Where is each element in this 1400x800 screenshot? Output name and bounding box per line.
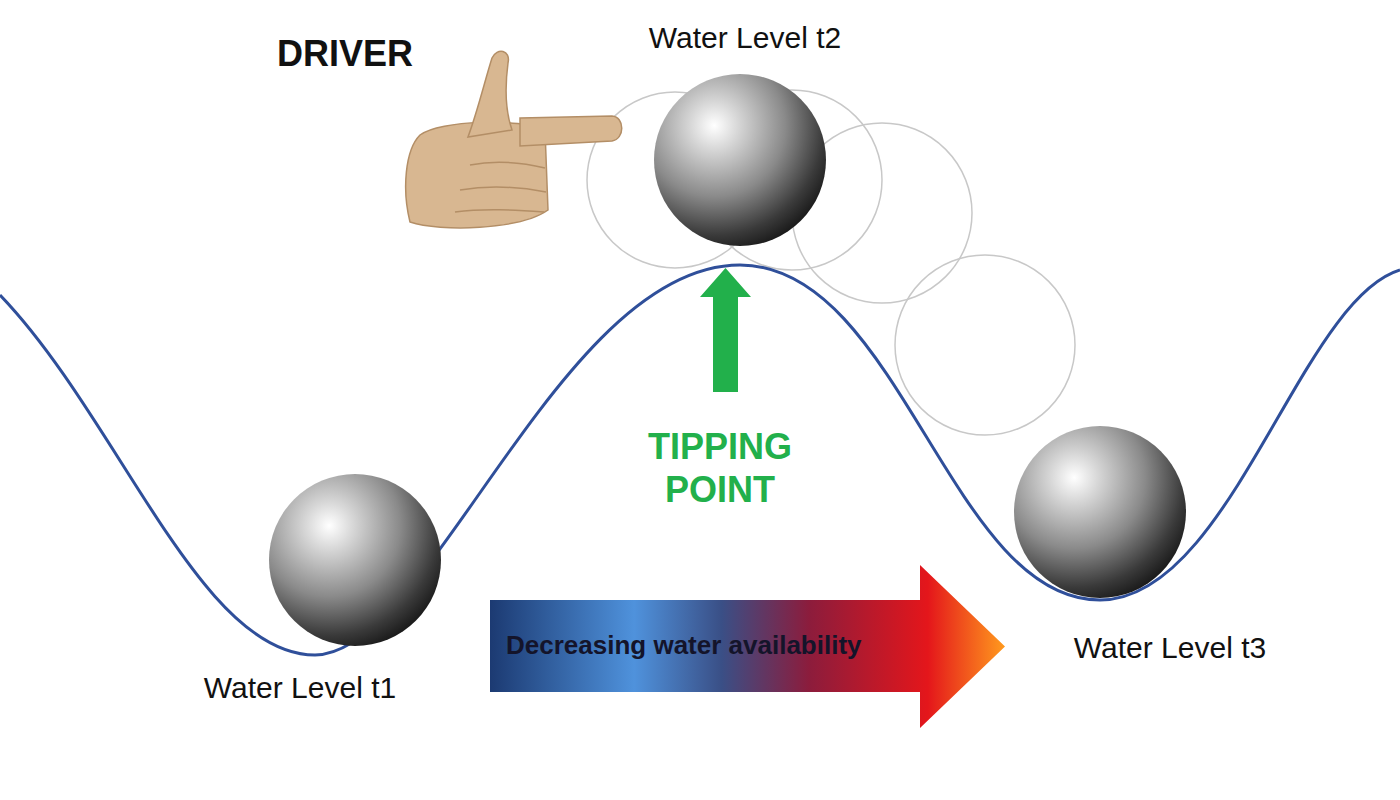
pointing-hand: [406, 51, 622, 228]
state-ball: [269, 474, 441, 646]
driver-label: DRIVER: [225, 32, 465, 75]
hand-finger: [520, 116, 622, 146]
state-ball: [1014, 426, 1186, 598]
stability-landscape: [0, 265, 1400, 655]
threshold-label: TIPPING POINT: [620, 425, 820, 511]
arrow-body: [490, 565, 1005, 728]
trend-arrow: Decreasing water availability: [490, 565, 1005, 728]
ghost-ball: [895, 255, 1075, 435]
state-label: Water Level t1: [150, 670, 450, 706]
hand-fold: [470, 162, 545, 168]
state-ball: [654, 74, 826, 246]
hand-thumb: [468, 51, 512, 137]
hand-fold: [455, 210, 544, 212]
tipping-arrow: [700, 268, 751, 392]
state-label: Water Level t2: [595, 20, 895, 56]
hand-fold: [460, 187, 546, 192]
state-label: Water Level t3: [1020, 630, 1320, 666]
arrow-text: Decreasing water availability: [506, 600, 976, 692]
